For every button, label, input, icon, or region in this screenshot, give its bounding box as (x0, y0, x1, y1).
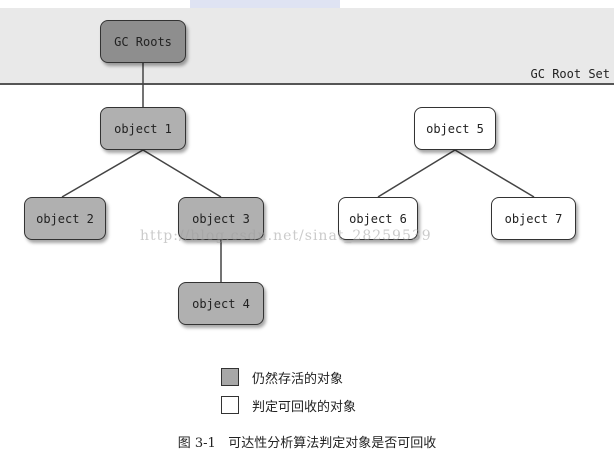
node-object-1: object 1 (100, 107, 186, 150)
node-object-2: object 2 (24, 197, 106, 240)
node-gc-roots: GC Roots (100, 20, 186, 63)
node-object-6: object 6 (338, 197, 418, 240)
node-object-5: object 5 (414, 107, 496, 150)
watermark: http://blog.csdn.net/sinat_28259539 (140, 228, 432, 244)
legend-collectable-swatch (221, 396, 239, 414)
node-object-4: object 4 (178, 282, 264, 325)
top-decoration (190, 0, 340, 8)
edge-object1-object3 (142, 149, 222, 198)
figure-caption: 图 3-1 可达性分析算法判定对象是否可回收 (177, 436, 437, 451)
legend-alive-swatch (221, 368, 239, 386)
legend-alive-label: 仍然存活的对象 (252, 372, 344, 387)
edge-object5-object7 (454, 149, 535, 198)
edge-object1-object2 (61, 149, 144, 198)
edge-object5-object6 (377, 149, 456, 198)
root-set-divider (0, 83, 614, 85)
node-object-3: object 3 (178, 197, 264, 240)
root-set-label: GC Root Set (530, 67, 610, 81)
legend-collectable-label: 判定可回收的对象 (252, 400, 357, 415)
node-object-7: object 7 (491, 197, 576, 240)
